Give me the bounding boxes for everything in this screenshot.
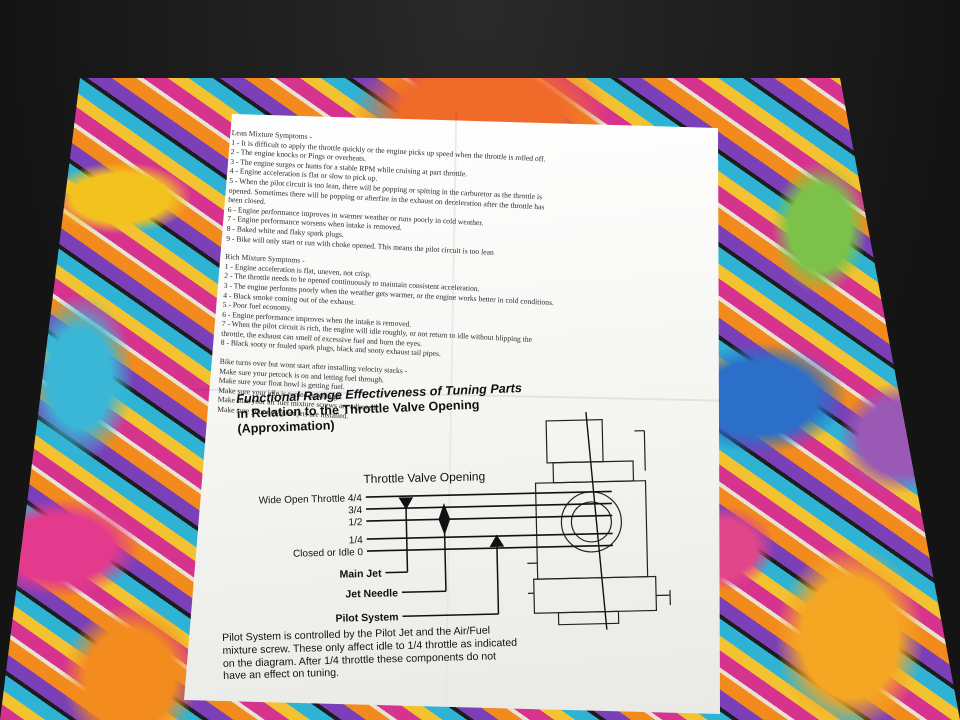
level-labels: Wide Open Throttle 4/4 3/4 1/2 1/4 Close…: [259, 493, 364, 560]
jet-needle-diamond: [438, 503, 451, 536]
level-label: 3/4: [348, 505, 363, 516]
level-label: 1/4: [349, 535, 364, 546]
pilot-system-arrow: [489, 534, 505, 547]
level-lines: [365, 490, 613, 552]
throttle-diagram: Throttle Valve Opening Wide Open Throttl…: [259, 411, 671, 630]
component-label: Jet Needle: [345, 587, 398, 600]
main-jet-arrow: [398, 497, 414, 510]
pilot-system-caption: Pilot System is controlled by the Pilot …: [222, 623, 563, 684]
level-label: Closed or Idle 0: [293, 547, 364, 560]
level-label: Wide Open Throttle 4/4: [259, 493, 363, 506]
instruction-sheet: [184, 114, 720, 714]
throttle-axis-line: [585, 411, 608, 630]
component-label: Pilot System: [335, 611, 398, 624]
range-markers: [385, 497, 505, 617]
level-label: 1/2: [348, 517, 363, 528]
carburetor-drawing: [527, 419, 671, 626]
component-labels: Main Jet Jet Needle Pilot System: [335, 568, 398, 625]
diagram-title: Throttle Valve Opening: [363, 469, 485, 486]
component-label: Main Jet: [339, 568, 382, 581]
